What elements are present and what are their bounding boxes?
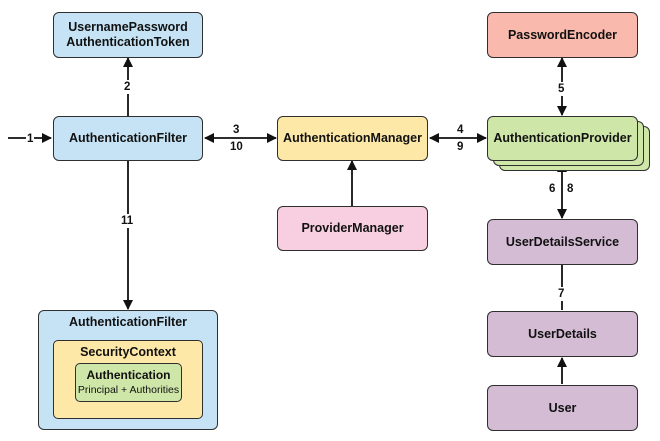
user-label: User	[548, 400, 577, 415]
user-details-box: UserDetails	[487, 311, 638, 357]
token-line2: AuthenticationToken	[66, 35, 190, 49]
password-encoder-box: PasswordEncoder	[487, 12, 638, 58]
authentication-label: Authentication	[86, 367, 171, 382]
authentication-filter-box: AuthenticationFilter	[53, 116, 203, 161]
step-label-4: 4	[457, 124, 464, 136]
authentication-manager-box: AuthenticationManager	[277, 116, 428, 161]
security-context-box: SecurityContext Authentication Principal…	[53, 340, 203, 419]
container-title: AuthenticationFilter	[68, 315, 188, 329]
step-label-5: 5	[557, 82, 566, 96]
authentication-filter-label: AuthenticationFilter	[68, 131, 188, 145]
authentication-provider-box: AuthenticationProvider	[487, 116, 638, 161]
authentication-box: Authentication Principal + Authorities	[75, 363, 182, 402]
user-box: User	[487, 385, 638, 431]
authentication-sublabel: Principal + Authorities	[77, 383, 180, 396]
username-password-token-box: UsernamePassword AuthenticationToken	[53, 12, 203, 58]
user-details-label: UserDetails	[528, 326, 597, 341]
step-label-7: 7	[557, 287, 566, 301]
step-label-10: 10	[230, 141, 243, 153]
step-label-3: 3	[233, 124, 240, 136]
user-details-service-box: UserDetailsService	[487, 219, 638, 265]
token-line1: UsernamePassword	[68, 20, 188, 34]
provider-manager-box: ProviderManager	[277, 206, 428, 251]
password-encoder-label: PasswordEncoder	[507, 27, 618, 42]
provider-manager-label: ProviderManager	[301, 221, 404, 235]
step-label-2: 2	[123, 80, 132, 94]
step-label-1: 1	[26, 132, 35, 146]
step-label-9: 9	[457, 141, 464, 153]
step-label-8: 8	[567, 183, 574, 195]
security-context-label: SecurityContext	[80, 345, 176, 359]
step-label-6: 6	[549, 183, 556, 195]
authentication-manager-label: AuthenticationManager	[283, 131, 422, 145]
user-details-service-label: UserDetailsService	[505, 234, 620, 249]
authentication-provider-label: AuthenticationProvider	[493, 131, 632, 145]
step-label-11: 11	[120, 214, 135, 228]
authentication-filter-container: AuthenticationFilter SecurityContext Aut…	[38, 310, 218, 430]
